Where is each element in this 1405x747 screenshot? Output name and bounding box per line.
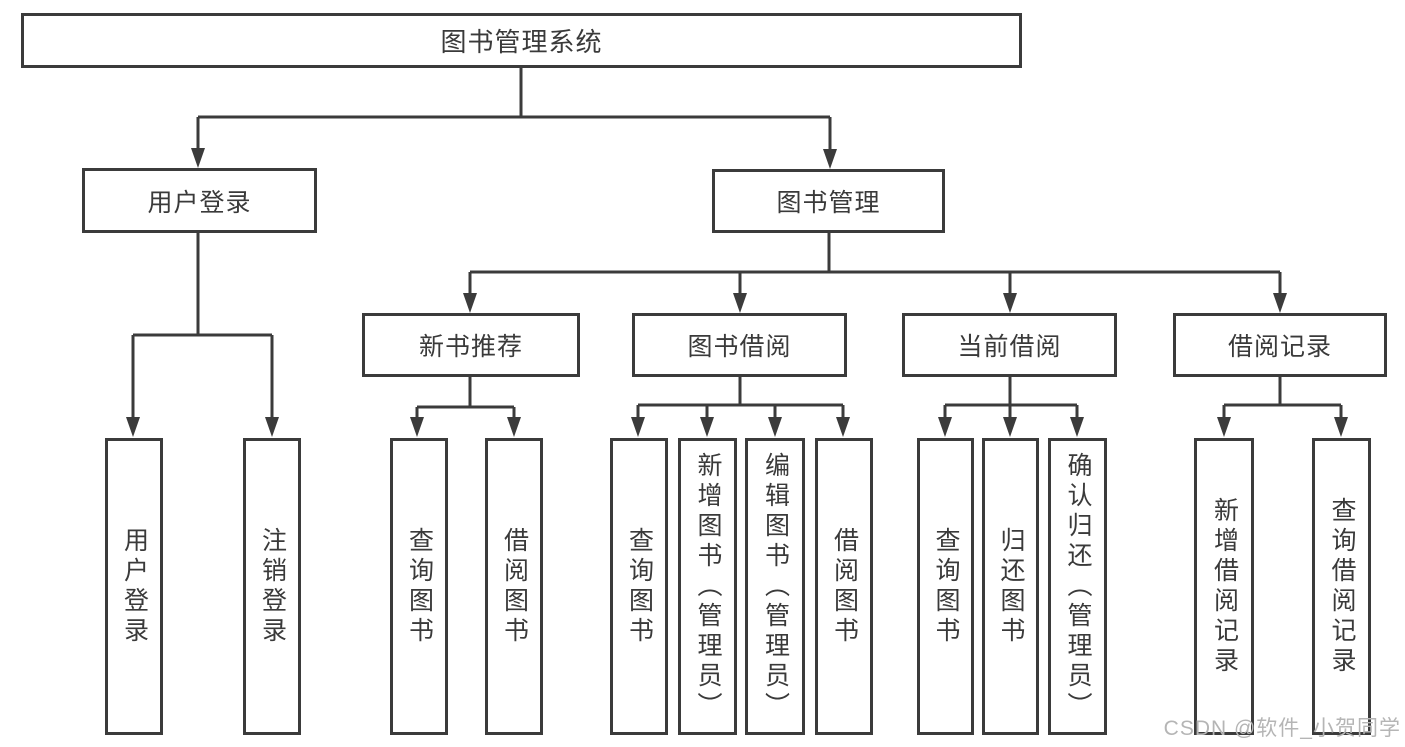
- leaf-query-borrow-record: 查询借阅记录: [1312, 438, 1371, 735]
- leaf-confirm-return-admin: 确认归还（管理员）: [1048, 438, 1107, 735]
- tree-edges: [131, 68, 1343, 419]
- leaf-add-borrow-record: 新增借阅记录: [1194, 438, 1254, 735]
- leaf-borrow-book: 借阅图书: [815, 438, 873, 735]
- leaf-query-book-recommend: 查询图书: [390, 438, 448, 735]
- node-user-login: 用户登录: [82, 168, 317, 233]
- leaf-edit-book-admin: 编辑图书（管理员）: [745, 438, 805, 735]
- arrowhead-icons: [126, 148, 1348, 437]
- node-current-borrow: 当前借阅: [902, 313, 1117, 377]
- node-root: 图书管理系统: [21, 13, 1022, 68]
- node-book-borrow: 图书借阅: [632, 313, 847, 377]
- leaf-return-book: 归还图书: [982, 438, 1039, 735]
- leaf-user-login: 用户登录: [105, 438, 163, 735]
- node-book-management: 图书管理: [712, 169, 945, 233]
- node-new-book-recommend: 新书推荐: [362, 313, 580, 377]
- leaf-add-book-admin: 新增图书（管理员）: [678, 438, 737, 735]
- leaf-logout: 注销登录: [243, 438, 301, 735]
- leaf-query-book-borrow: 查询图书: [610, 438, 668, 735]
- node-borrow-records: 借阅记录: [1173, 313, 1387, 377]
- leaf-borrow-book-recommend: 借阅图书: [485, 438, 543, 735]
- leaf-query-book-current: 查询图书: [917, 438, 974, 735]
